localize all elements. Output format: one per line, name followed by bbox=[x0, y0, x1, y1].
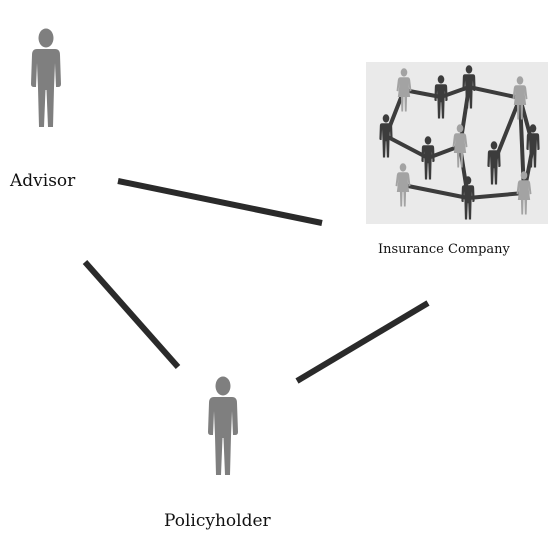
network-link bbox=[468, 85, 521, 100]
policyholder-label: Policyholder bbox=[164, 511, 271, 531]
insurance-company-network-icon bbox=[366, 62, 548, 224]
connector-advisor-policyholder bbox=[82, 260, 181, 369]
advisor-label: Advisor bbox=[10, 171, 76, 191]
connector-policyholder-insurance-company bbox=[295, 300, 430, 384]
network-link bbox=[385, 134, 429, 160]
network-link bbox=[402, 183, 469, 200]
insurance-company-label: Insurance Company bbox=[378, 242, 510, 257]
network-link bbox=[467, 191, 525, 200]
connector-advisor-insurance-company bbox=[117, 178, 323, 226]
